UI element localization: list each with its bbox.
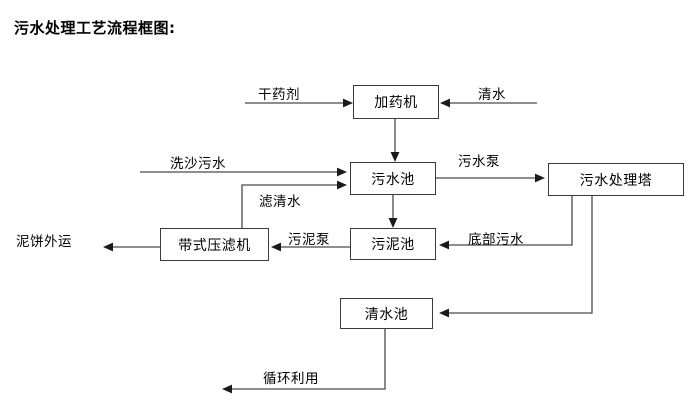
- edge-label-bottom-sewage: 底部污水: [468, 232, 524, 248]
- arrowhead-sewage-pump: [535, 173, 545, 183]
- edge-label-sand-wash-sewage: 洗沙污水: [170, 156, 226, 172]
- edge-tower-to-clearwater-pool: [442, 196, 593, 314]
- arrowhead-mudcake: [103, 242, 113, 252]
- arrowhead-sandwash: [337, 167, 347, 177]
- edge-label-sewage-pump: 污水泵: [458, 154, 500, 170]
- arrowhead-filtered-water: [337, 180, 347, 190]
- terminal-label-mud-cake-out: 泥饼外运: [16, 234, 72, 250]
- node-dosing-machine[interactable]: 加药机: [353, 85, 439, 119]
- node-treatment-tower[interactable]: 污水处理塔: [548, 163, 684, 196]
- edge-label-recycle-reuse: 循环利用: [263, 371, 319, 387]
- edge-label-filtered-clear-water: 滤清水: [259, 194, 301, 210]
- arrowhead-dry-chemical: [343, 98, 353, 108]
- edge-label-sludge-pump: 污泥泵: [288, 232, 330, 248]
- node-label-sludge-pool: 污泥池: [371, 237, 415, 253]
- edge-label-dry-chemical: 干药剂: [258, 87, 300, 103]
- node-label-belt-filter-press: 带式压滤机: [178, 237, 251, 254]
- edge-label-clean-water: 清水: [478, 87, 506, 103]
- arrowhead-wastewater-to-sludge: [388, 218, 398, 228]
- node-label-wastewater-pool: 污水池: [371, 171, 415, 188]
- node-wastewater-pool[interactable]: 污水池: [350, 162, 436, 195]
- arrowhead-bottom-sewage: [439, 240, 449, 250]
- node-belt-filter-press[interactable]: 带式压滤机: [160, 228, 269, 261]
- page-title: 污水处理工艺流程框图:: [14, 19, 176, 37]
- arrowhead-clean-water: [440, 98, 450, 108]
- node-sludge-pool[interactable]: 污泥池: [350, 228, 436, 260]
- node-label-dosing-machine: 加药机: [374, 95, 418, 111]
- arrowhead-dosing-down: [390, 152, 400, 162]
- arrowhead-sludge-pump: [271, 242, 281, 252]
- node-clearwater-pool[interactable]: 清水池: [340, 298, 433, 329]
- node-label-treatment-tower: 污水处理塔: [579, 172, 653, 189]
- arrowhead-recycle: [222, 384, 232, 394]
- node-label-clearwater-pool: 清水池: [364, 306, 409, 323]
- arrowhead-tower-to-clearwater: [439, 308, 449, 318]
